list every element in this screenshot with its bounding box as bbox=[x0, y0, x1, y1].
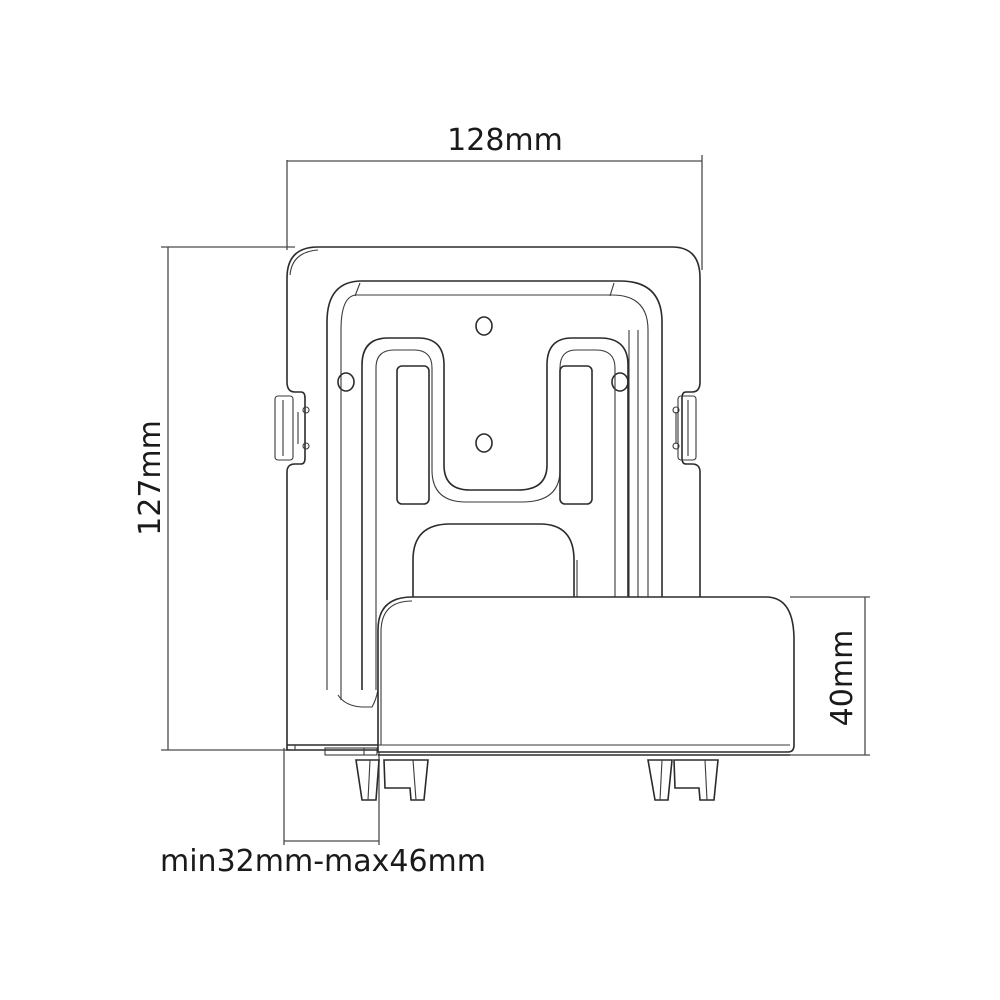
arch-cutout bbox=[412, 523, 575, 597]
height-label: 127mm bbox=[133, 420, 168, 536]
width-dimension: 128mm bbox=[286, 123, 703, 270]
left-slot bbox=[396, 365, 430, 505]
width-label: 128mm bbox=[447, 123, 563, 158]
left-side-clip bbox=[274, 395, 310, 461]
depth-range-label: min32mm-max46mm bbox=[160, 844, 486, 879]
shelf-height-dimension: 40mm bbox=[790, 596, 870, 756]
u-channel bbox=[361, 337, 629, 690]
depth-range-dimension: min32mm-max46mm bbox=[160, 748, 486, 879]
bottom-rail bbox=[287, 744, 378, 756]
height-dimension: 127mm bbox=[133, 246, 295, 751]
right-foot bbox=[647, 759, 719, 801]
shelf-height-label: 40mm bbox=[825, 630, 860, 727]
left-foot bbox=[355, 759, 429, 801]
front-shelf bbox=[377, 596, 795, 756]
right-slot bbox=[559, 365, 593, 505]
right-side-clip bbox=[672, 395, 697, 461]
